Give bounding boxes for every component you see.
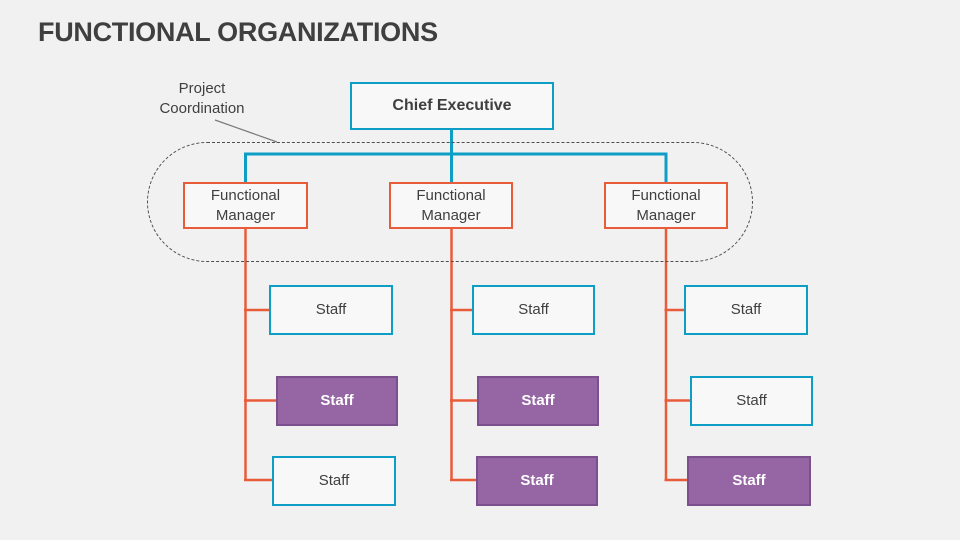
slide-title: FUNCTIONAL ORGANIZATIONS xyxy=(38,17,438,47)
node-functional-manager-2: Functional Manager xyxy=(389,182,513,229)
node-staff-3-1: Staff xyxy=(684,285,808,335)
node-staff-1-1: Staff xyxy=(269,285,393,335)
node-staff-1-2: Staff xyxy=(276,376,398,426)
node-staff-3-3: Staff xyxy=(687,456,811,506)
node-staff-2-1: Staff xyxy=(472,285,595,335)
node-staff-3-2: Staff xyxy=(690,376,813,426)
project-coordination-label: Project Coordination xyxy=(159,80,245,118)
project-coordination-boundary xyxy=(147,142,753,262)
node-staff-1-3: Staff xyxy=(272,456,396,506)
node-functional-manager-3: Functional Manager xyxy=(604,182,728,229)
node-staff-2-3: Staff xyxy=(476,456,598,506)
node-staff-2-2: Staff xyxy=(477,376,599,426)
annotation-pointer-line xyxy=(214,119,278,143)
node-chief-executive: Chief Executive xyxy=(350,82,554,130)
manager3-staff-connectors xyxy=(664,229,692,482)
node-functional-manager-1: Functional Manager xyxy=(183,182,308,229)
manager1-staff-connectors xyxy=(244,229,278,482)
manager2-staff-connectors xyxy=(450,229,479,482)
